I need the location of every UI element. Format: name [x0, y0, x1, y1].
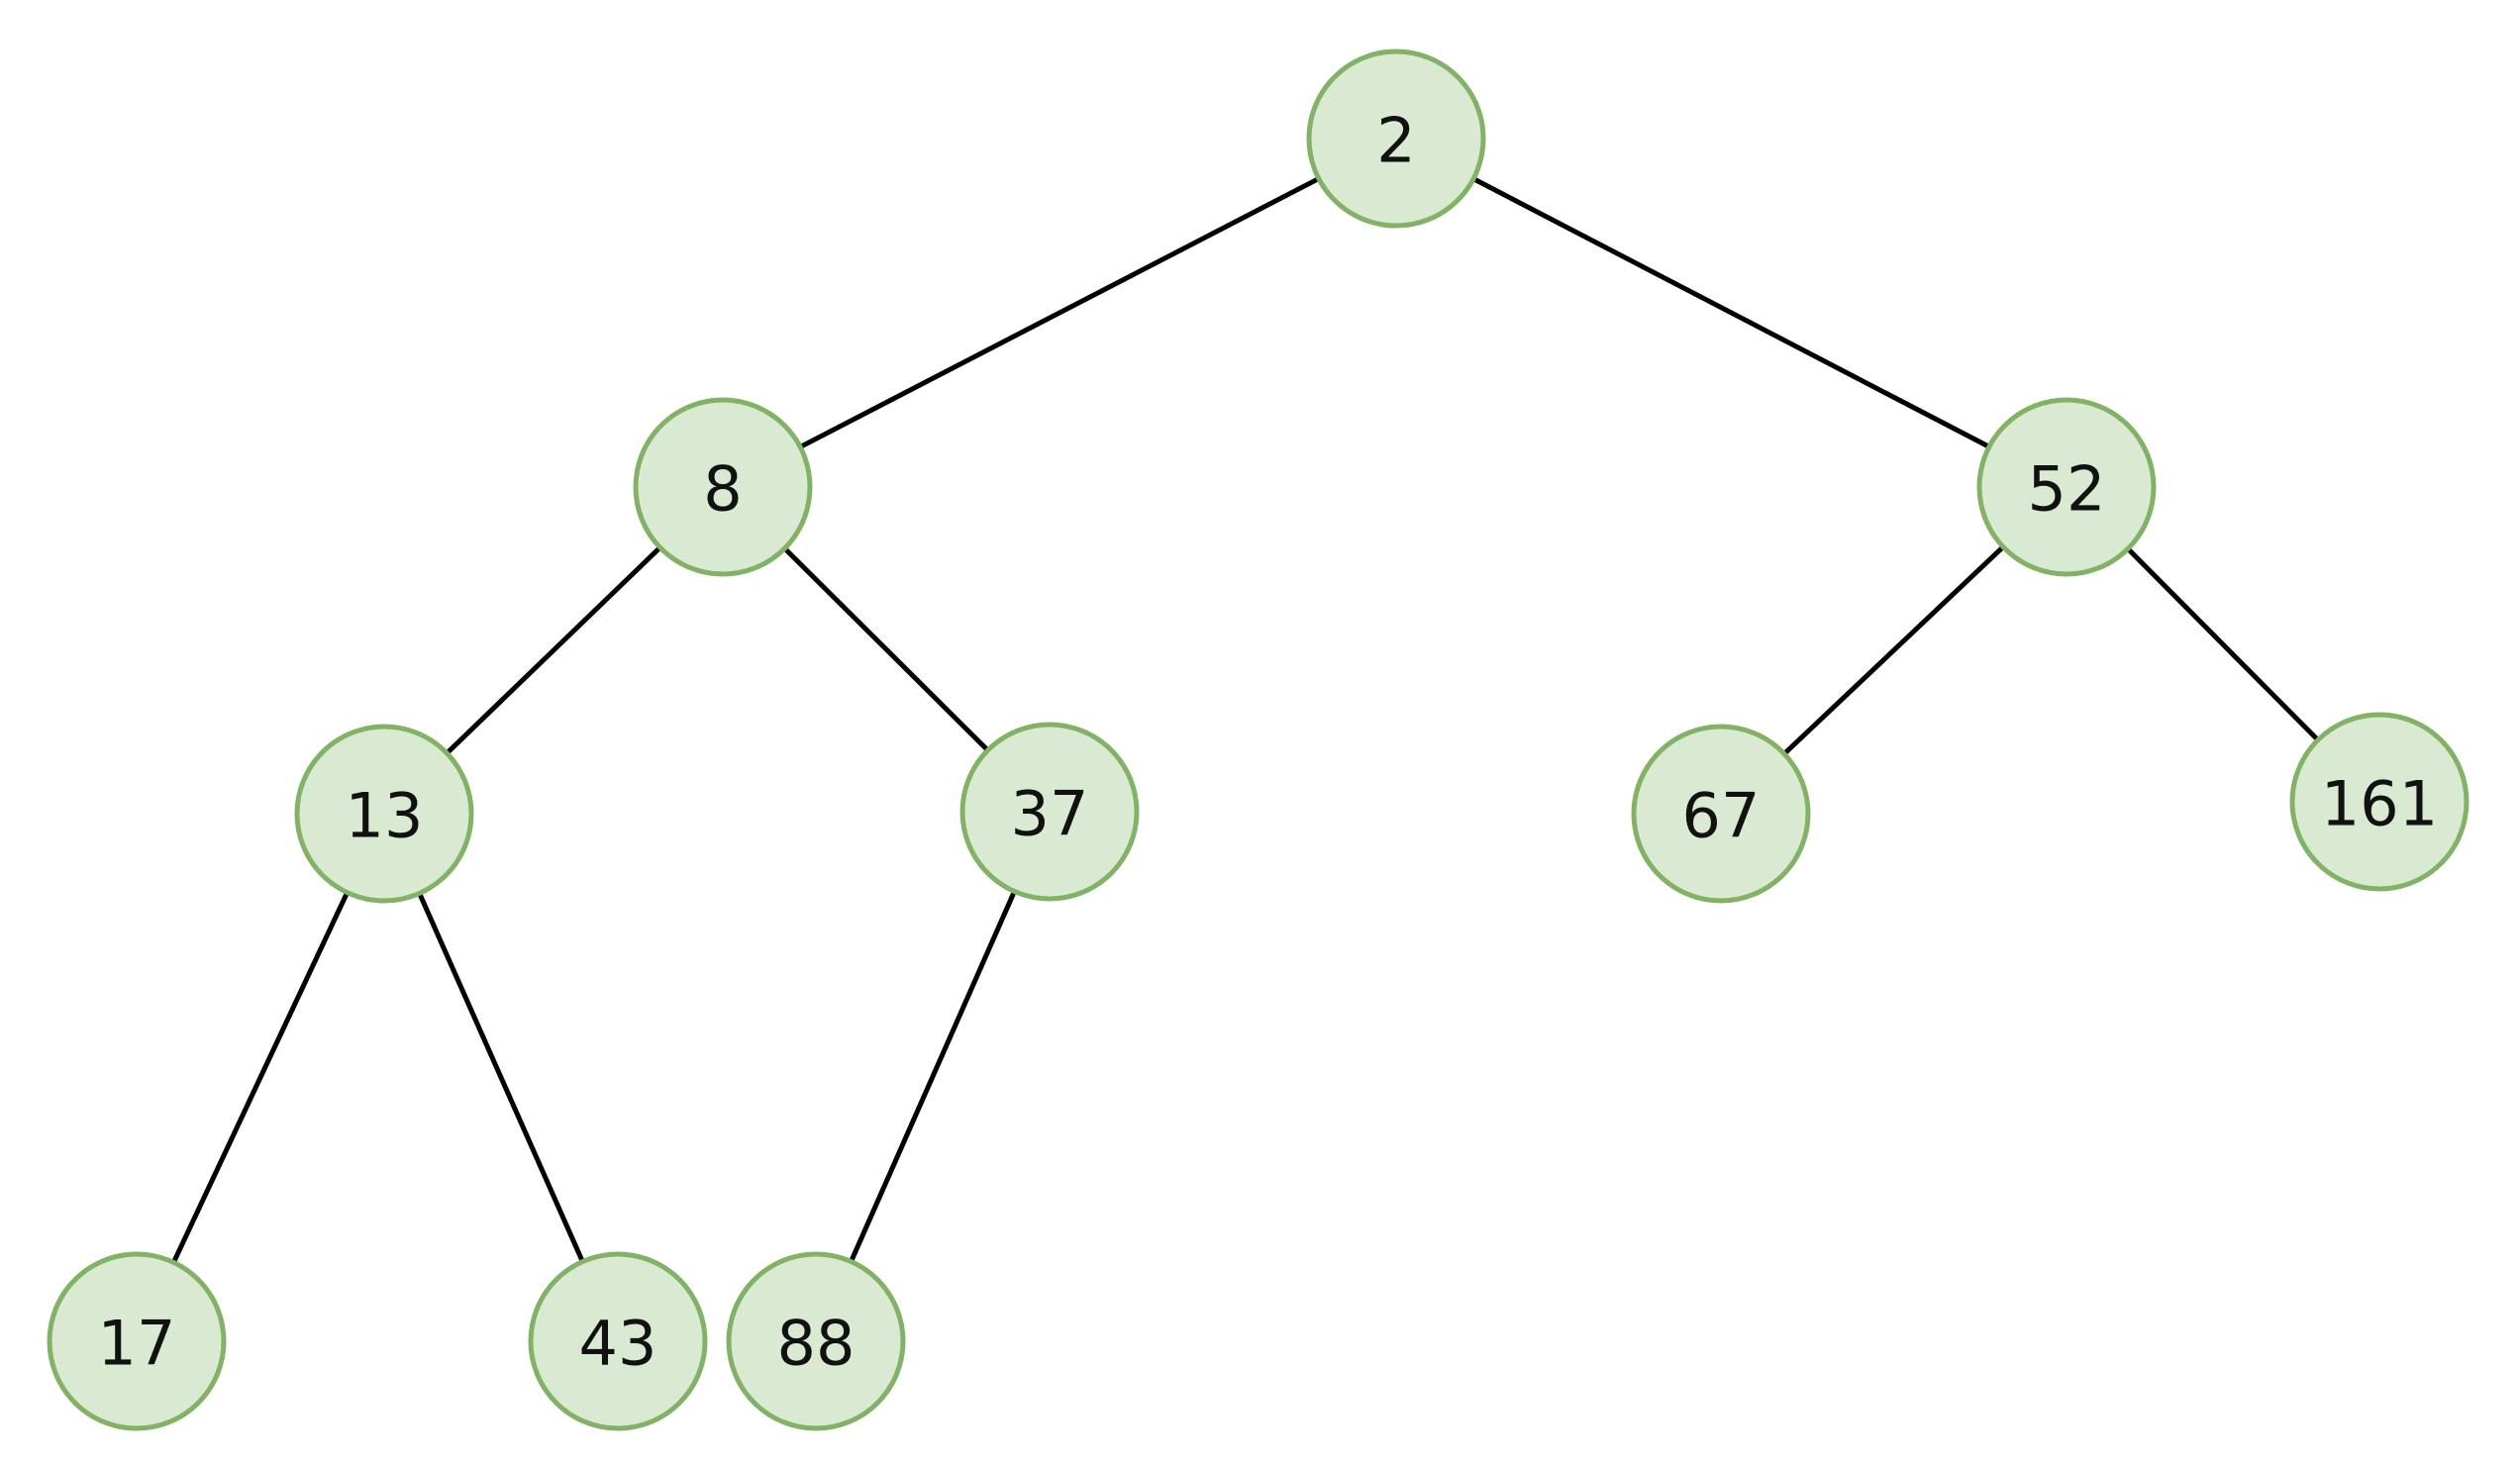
- tree-node[interactable]: 2: [1306, 49, 1486, 229]
- edges-layer: [171, 176, 2320, 1264]
- node-circle[interactable]: [1306, 49, 1486, 229]
- tree-node[interactable]: 88: [726, 1251, 906, 1431]
- tree-node[interactable]: 13: [294, 724, 474, 904]
- tree-node[interactable]: 52: [1976, 397, 2157, 577]
- tree-node[interactable]: 37: [959, 722, 1140, 902]
- node-label: 52: [2028, 453, 2106, 526]
- node-circle[interactable]: [633, 397, 813, 577]
- tree-node[interactable]: 161: [2289, 712, 2470, 892]
- tree-edge: [849, 890, 1017, 1263]
- node-circle[interactable]: [2289, 712, 2470, 892]
- node-label: 8: [703, 453, 742, 526]
- node-circle[interactable]: [959, 722, 1140, 902]
- node-label: 2: [1376, 105, 1415, 177]
- tree-edge: [799, 176, 1320, 449]
- node-label: 161: [2321, 768, 2438, 840]
- tree-edge: [445, 545, 662, 755]
- tree-node[interactable]: 17: [47, 1251, 227, 1431]
- node-label: 43: [579, 1308, 657, 1380]
- node-circle[interactable]: [294, 724, 474, 904]
- node-label: 13: [346, 780, 424, 852]
- node-label: 88: [777, 1308, 856, 1380]
- tree-node[interactable]: 43: [528, 1251, 708, 1431]
- node-circle[interactable]: [1631, 724, 1811, 904]
- node-label: 37: [1011, 778, 1089, 850]
- node-circle[interactable]: [1976, 397, 2157, 577]
- node-circle[interactable]: [528, 1251, 708, 1431]
- tree-node[interactable]: 67: [1631, 724, 1811, 904]
- tree-edge: [1782, 544, 2005, 756]
- node-label: 17: [98, 1308, 176, 1380]
- node-label: 67: [1682, 780, 1761, 852]
- node-circle[interactable]: [47, 1251, 227, 1431]
- tree-edge: [417, 892, 585, 1263]
- tree-node[interactable]: 8: [633, 397, 813, 577]
- tree-edge: [2126, 546, 2320, 742]
- tree-edge: [782, 546, 990, 752]
- node-circle[interactable]: [726, 1251, 906, 1431]
- nodes-layer: 2 8 52 13 37 67 161 17 43 88: [47, 49, 2470, 1431]
- tree-edge: [1471, 176, 1991, 449]
- tree-edge: [171, 891, 350, 1264]
